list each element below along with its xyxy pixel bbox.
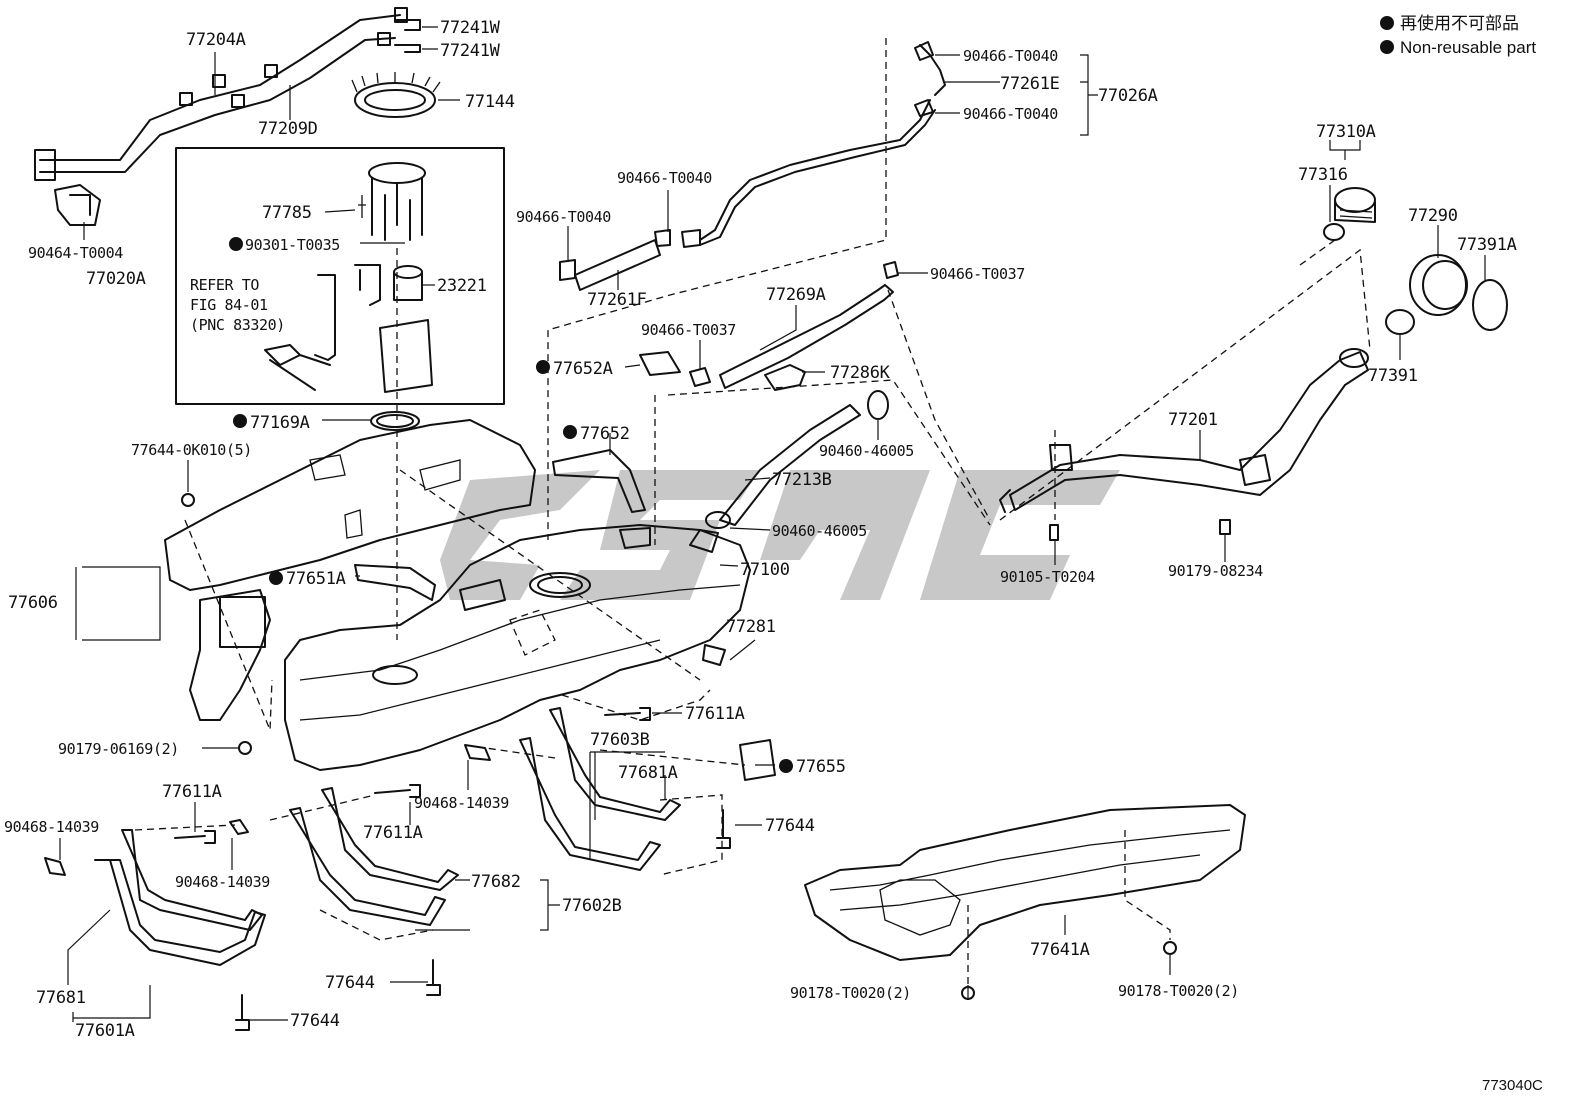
label-77026A: 77026A (1098, 86, 1158, 106)
label-77201: 77201 (1168, 410, 1218, 430)
non-reusable-bullet-icon (233, 414, 247, 428)
label-90178-T0020: 90178-T0020(2) (790, 984, 911, 1002)
tank-straps-drawing (44, 707, 776, 966)
filler-hoses-drawing (689, 261, 899, 529)
label-77241W: 77241W (440, 18, 501, 38)
non-reusable-bullet-icon (1380, 16, 1394, 30)
label-90468-14039: 90468-14039 (414, 794, 509, 812)
label-77652: 77652 (580, 424, 630, 444)
label-90466-T0040: 90466-T0040 (617, 169, 712, 187)
label-90466-T0040: 90466-T0040 (963, 47, 1058, 65)
label-90466-T0040: 90466-T0040 (963, 105, 1058, 123)
label-77644-0K010: 77644-0K010(5) (131, 441, 252, 459)
label-90466-T0037: 90466-T0037 (641, 321, 736, 339)
label-77310A: 77310A (1316, 122, 1376, 142)
label-90178-T0020: 90178-T0020(2) (1118, 982, 1239, 1000)
label-77020A: 77020A (86, 269, 146, 289)
label-77316: 77316 (1298, 165, 1348, 185)
fuel-lines-drawing (34, 7, 421, 226)
refer-note-line1: REFER TO (190, 276, 259, 294)
non-reusable-bullet-icon (536, 360, 550, 374)
label-90468-14039: 90468-14039 (175, 873, 270, 891)
label-77785: 77785 (262, 203, 312, 223)
label-77602B: 77602B (562, 896, 622, 916)
label-90460-46005: 90460-46005 (819, 442, 914, 460)
leader-lines (59, 26, 1486, 1022)
label-90105-T0204: 90105-T0204 (1000, 568, 1095, 586)
lock-ring-drawing (351, 72, 441, 118)
label-77261E: 77261E (1000, 74, 1060, 94)
gasket-drawing (370, 411, 420, 431)
label-77169A: 77169A (250, 413, 310, 433)
non-reusable-bullet-icon (269, 571, 283, 585)
label-77652A: 77652A (553, 359, 613, 379)
label-90464-T0004: 90464-T0004 (28, 244, 123, 262)
label-77611A: 77611A (363, 823, 423, 843)
non-reusable-bullet-icon (1380, 40, 1394, 54)
label-77644: 77644 (325, 973, 375, 993)
label-77603B: 77603B (590, 730, 650, 750)
label-90460-46005: 90460-46005 (772, 522, 867, 540)
label-90301-T0035: 90301-T0035 (245, 236, 340, 254)
label-77611A: 77611A (162, 782, 222, 802)
label-77655: 77655 (796, 757, 846, 777)
label-90179-08234: 90179-08234 (1168, 562, 1263, 580)
legend: 再使用不可部品 Non-reusable part (1380, 13, 1536, 57)
label-77290: 77290 (1408, 206, 1458, 226)
label-90179-06169: 90179-06169(2) (58, 740, 179, 758)
label-77213B: 77213B (772, 470, 832, 490)
label-77681: 77681 (36, 988, 86, 1008)
label-77644: 77644 (290, 1011, 340, 1031)
vent-line-drawing (559, 41, 946, 291)
tank-bands-top-drawing (354, 351, 681, 601)
fuel-pump-assembly-box (175, 147, 505, 405)
fuel-cap-drawing (1323, 187, 1508, 335)
label-77391A: 77391A (1457, 235, 1517, 255)
label-77601A: 77601A (75, 1021, 135, 1041)
label-77209D: 77209D (258, 119, 318, 139)
skid-plate-drawing (804, 804, 1246, 1000)
label-77204A: 77204A (186, 30, 246, 50)
label-77641A: 77641A (1030, 940, 1090, 960)
label-77651A: 77651A (286, 569, 346, 589)
label-77241W: 77241W (440, 41, 501, 61)
fuel-tank-drawing (284, 524, 751, 771)
non-reusable-bullet-icon (563, 425, 577, 439)
label-90466-T0040: 90466-T0040 (516, 208, 611, 226)
label-77644: 77644 (765, 816, 815, 836)
label-77391: 77391 (1368, 366, 1418, 386)
label-77281: 77281 (726, 617, 776, 637)
figure-code: 773040C (1482, 1077, 1543, 1094)
label-77606: 77606 (8, 593, 58, 613)
tank-protector-drawing (164, 419, 536, 755)
label-90468-14039: 90468-14039 (4, 818, 99, 836)
bolts-drawing (174, 644, 731, 1031)
non-reusable-markers (229, 237, 793, 773)
label-77269A: 77269A (766, 285, 826, 305)
reference-dashed-lines (134, 38, 1371, 985)
legend-non-reusable-ja: 再使用不可部品 (1400, 13, 1519, 33)
label-77681A: 77681A (618, 763, 678, 783)
non-reusable-bullet-icon (779, 759, 793, 773)
label-23221: 23221 (437, 276, 487, 296)
legend-non-reusable-en: Non-reusable part (1400, 38, 1536, 57)
part-labels: 77204A 77241W 77241W 77144 77209D 90464-… (4, 18, 1517, 1041)
non-reusable-bullet-icon (229, 237, 243, 251)
label-77144: 77144 (465, 92, 515, 112)
watermark-logo (440, 470, 1120, 600)
label-77100: 77100 (740, 560, 790, 580)
label-77261F: 77261F (587, 290, 647, 310)
label-77682: 77682 (471, 872, 521, 892)
label-77611A: 77611A (685, 704, 745, 724)
refer-note-line3: (PNC 83320) (190, 316, 285, 334)
label-90466-T0037: 90466-T0037 (930, 265, 1025, 283)
refer-note-line2: FIG 84-01 (190, 296, 268, 314)
label-77286K: 77286K (830, 363, 891, 383)
